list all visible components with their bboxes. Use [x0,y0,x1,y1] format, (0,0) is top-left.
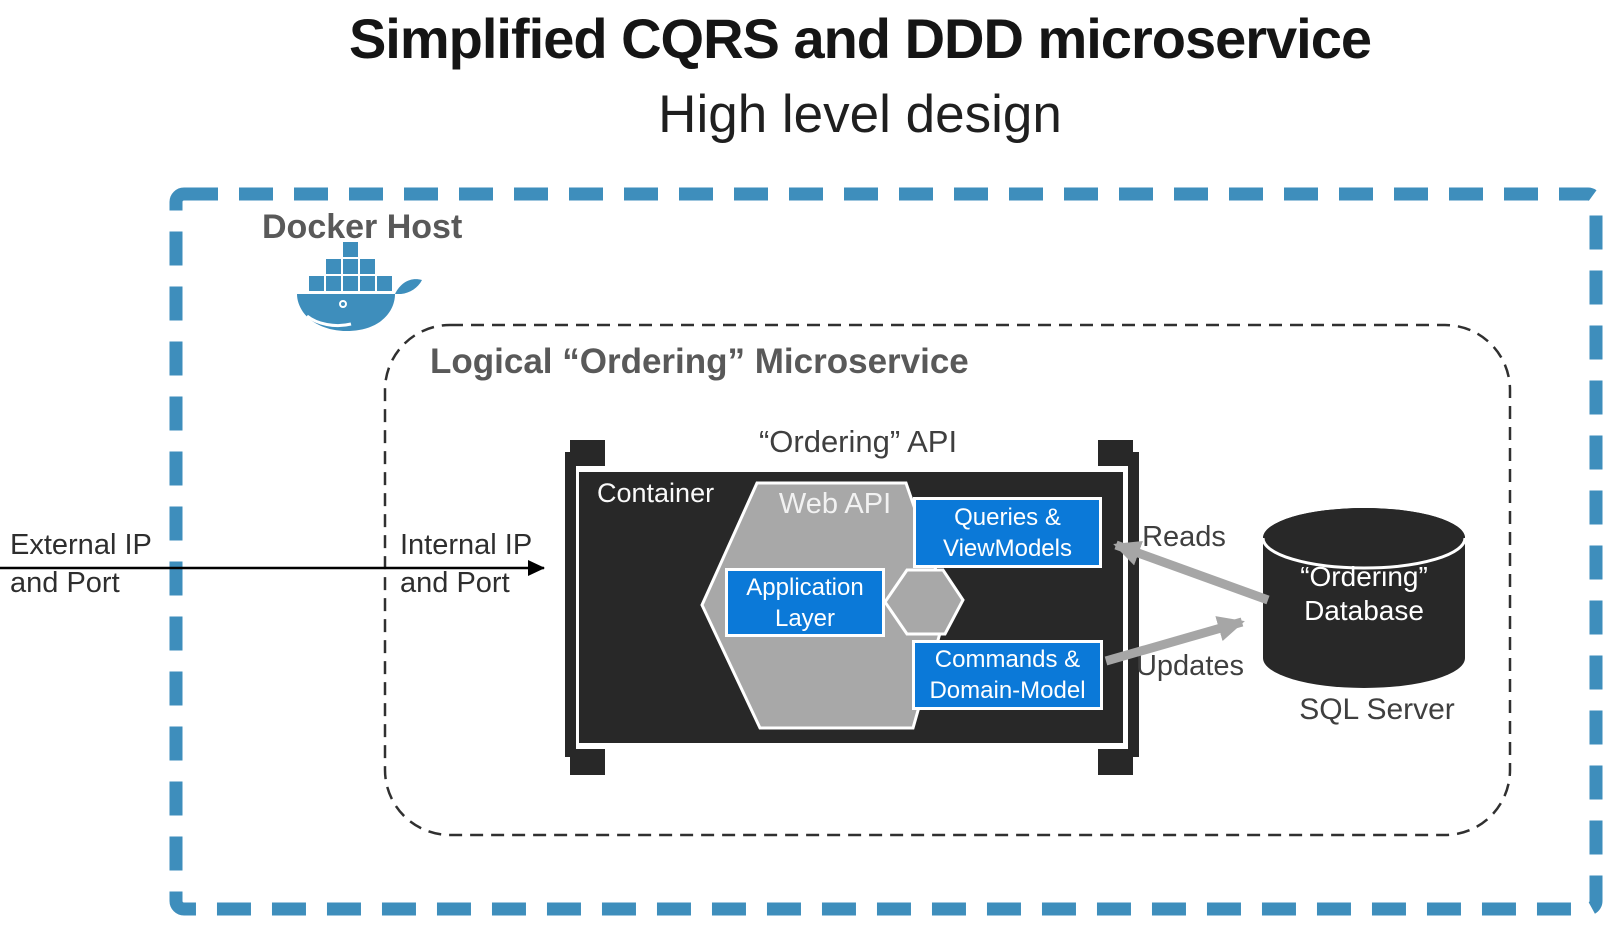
container-frame-corner-tab [1098,440,1133,466]
web-api-label: Web API [778,488,892,520]
page-subtitle: High level design [658,85,1062,144]
container-frame-corner-tab [570,749,605,775]
page-title: Simplified CQRS and DDD microservice [348,7,1372,70]
container-label: Container [597,478,715,508]
commands-domainmodel-box: Commands & Domain-Model [912,640,1103,710]
container-frame-corner-tab [570,440,605,466]
docker-whale-icon [297,242,422,332]
queries-viewmodels-box: Queries & ViewModels [913,497,1102,568]
container-frame-corner-tab [1098,749,1133,775]
ordering-api-label: “Ordering” API [758,424,958,459]
microservice-label: Logical “Ordering” Microservice [430,342,969,381]
container-frame-left-bar [565,452,576,757]
sql-server-label: SQL Server [1299,693,1455,726]
container-frame-right-bar [1128,452,1139,757]
reads-arrow-label: Reads [1142,521,1226,553]
internal-ip-label: Internal IP and Port [400,529,533,599]
application-layer-box: Application Layer [725,568,885,637]
external-ip-label: External IP and Port [10,529,152,599]
database-label: “Ordering” Database [1300,561,1428,626]
updates-arrow-label: Updates [1135,650,1244,682]
